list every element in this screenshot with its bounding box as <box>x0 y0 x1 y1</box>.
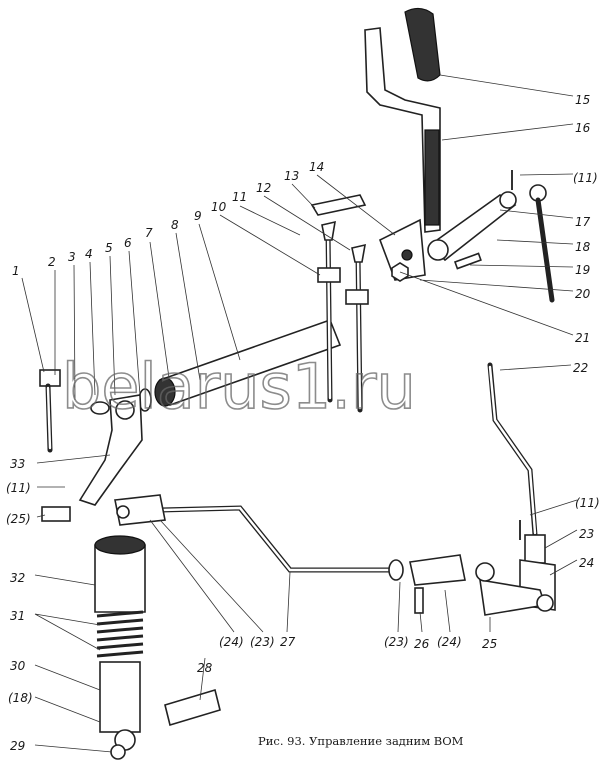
label-18-ref: (18) <box>8 691 33 705</box>
label-3: 3 <box>68 250 76 264</box>
label-4: 4 <box>85 247 93 261</box>
label-15: 15 <box>575 93 590 107</box>
label-19: 19 <box>575 263 590 277</box>
label-33: 33 <box>10 457 25 471</box>
figure-caption: Рис. 93. Управление задним ВОМ <box>258 734 464 748</box>
label-27: 27 <box>280 635 296 649</box>
label-13: 13 <box>284 169 299 183</box>
label-24: 24 <box>579 556 594 570</box>
lever-shank <box>424 129 440 226</box>
watermark: belarus1.ru <box>62 350 416 423</box>
label-23-ref-2: (23) <box>250 635 275 649</box>
label-1: 1 <box>12 264 20 278</box>
label-6: 6 <box>124 236 132 250</box>
label-31: 31 <box>10 609 25 623</box>
label-17: 17 <box>575 215 591 229</box>
label-8: 8 <box>171 218 179 232</box>
label-28: 28 <box>197 661 213 675</box>
label-7: 7 <box>145 226 153 240</box>
label-26: 26 <box>414 637 430 651</box>
leader-lines <box>21 74 578 753</box>
label-22: 22 <box>573 361 588 375</box>
label-23: 23 <box>579 527 594 541</box>
label-9: 9 <box>194 209 202 223</box>
label-25-ref: (25) <box>6 512 31 526</box>
part-labels: 1 2 3 4 5 6 7 8 9 10 11 12 13 14 15 16 (… <box>6 93 600 753</box>
label-23-ref: (23) <box>384 635 409 649</box>
lever-knob <box>404 7 441 82</box>
label-12: 12 <box>256 181 271 195</box>
label-24-ref-2: (24) <box>219 635 244 649</box>
label-16: 16 <box>575 121 591 135</box>
bracket-plate <box>378 218 426 281</box>
label-11-ref: (11) <box>573 171 598 185</box>
label-30: 30 <box>10 659 26 673</box>
label-21: 21 <box>575 331 590 345</box>
label-2: 2 <box>48 255 56 269</box>
label-20: 20 <box>575 287 591 301</box>
label-11-ref-2: (11) <box>575 496 600 510</box>
label-5: 5 <box>105 241 113 255</box>
label-11: 11 <box>232 190 247 204</box>
lever-arm <box>364 27 441 233</box>
parts-drawing <box>39 7 556 760</box>
label-24-ref: (24) <box>437 635 462 649</box>
label-14: 14 <box>309 160 324 174</box>
label-18: 18 <box>575 240 591 254</box>
label-10: 10 <box>211 200 227 214</box>
label-29: 29 <box>10 739 25 753</box>
label-11-ref-3: (11) <box>6 481 31 495</box>
label-32: 32 <box>10 571 25 585</box>
label-25: 25 <box>482 637 497 651</box>
